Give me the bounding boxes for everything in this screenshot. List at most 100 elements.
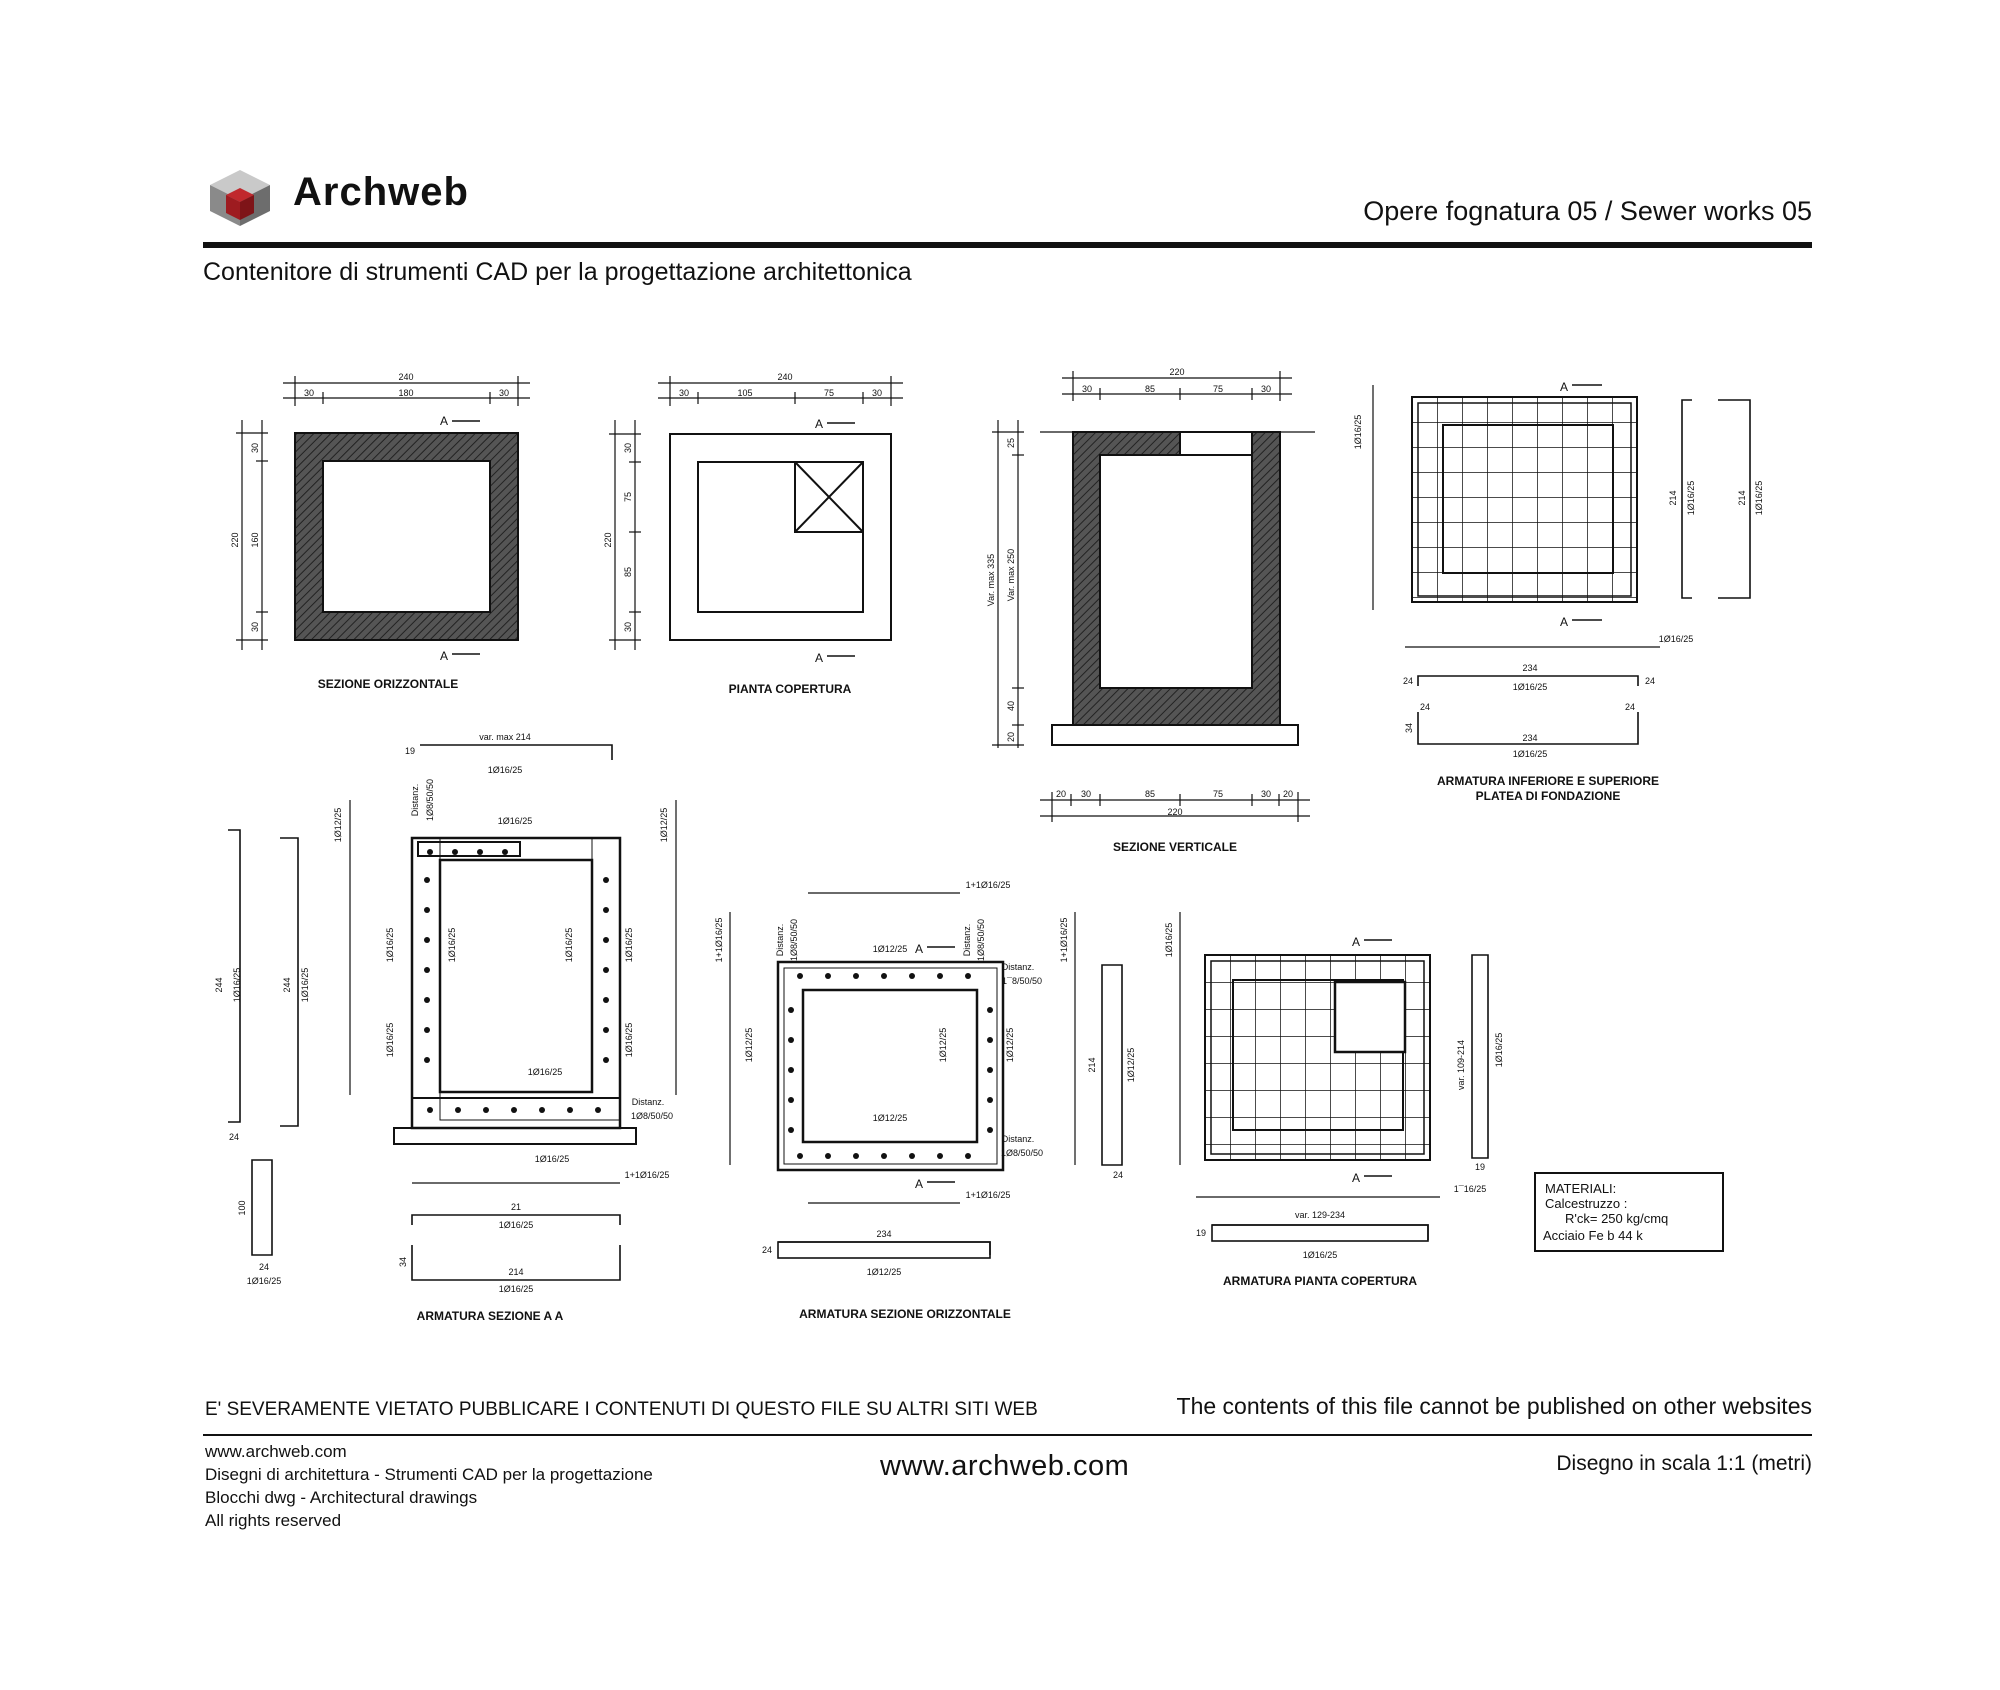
- rebar-label: 1+1Ø16/25: [1059, 918, 1069, 963]
- dim-text: 30: [1261, 789, 1271, 799]
- rebar-label: 1Ø16/25: [1754, 481, 1764, 516]
- dim-text: 30: [872, 388, 882, 398]
- rebar-label: 1Ø8/50/50: [425, 779, 435, 821]
- dim-text: 220: [603, 532, 613, 547]
- footer-url-link[interactable]: www.archweb.com: [880, 1450, 1130, 1482]
- cover-plan-drawing: 240 30 105 75 30 220 30 75 85 30 A A PIA…: [603, 372, 903, 696]
- warning-english: The contents of this file cannot be publ…: [1176, 1393, 1812, 1419]
- rebar-label: 214: [1087, 1057, 1097, 1072]
- materials-line: Calcestruzzo :: [1545, 1196, 1627, 1211]
- rebar-label: 214: [1737, 490, 1747, 505]
- rebar-label: 214: [1668, 490, 1678, 505]
- cover-plan-rebar-drawing: 1Ø16/25 A A 1¯16/25 var. 129-234 19 1Ø16…: [1164, 912, 1504, 1288]
- rebar-label: 1¯8/50/50: [1002, 976, 1042, 986]
- rebar-label: 19: [1196, 1228, 1206, 1238]
- rebar-label: 1Ø8/50/50: [1001, 1148, 1043, 1158]
- drawing-caption: SEZIONE VERTICALE: [1113, 840, 1237, 854]
- dim-text: 75: [824, 388, 834, 398]
- page-subtitle: Contenitore di strumenti CAD per la prog…: [203, 258, 912, 286]
- rebar-label: 234: [876, 1229, 891, 1239]
- dim-text: 220: [230, 532, 240, 547]
- dim-text: 30: [250, 443, 260, 453]
- header-rule: [203, 242, 1812, 248]
- rebar-label: 1Ø16/25: [564, 928, 574, 963]
- rebar-label: 1Ø16/25: [247, 1276, 282, 1286]
- dim-text: Var. max 335: [986, 554, 996, 606]
- footer-info-line: www.archweb.com: [205, 1442, 347, 1461]
- rebar-label: 1Ø16/25: [385, 928, 395, 963]
- dim-text: 30: [499, 388, 509, 398]
- section-marker: A: [1560, 615, 1568, 629]
- rebar-label: 1Ø12/25: [1126, 1048, 1136, 1083]
- rebar-label: 24: [259, 1262, 269, 1272]
- dim-text: 30: [623, 622, 633, 632]
- scale-note: Disegno in scala 1:1 (metri): [1556, 1452, 1812, 1475]
- footer-rule: [203, 1434, 1812, 1436]
- rebar-label: 1+1Ø16/25: [714, 918, 724, 963]
- drawing-caption: PIANTA COPERTURA: [729, 682, 852, 696]
- drawing-caption: ARMATURA SEZIONE ORIZZONTALE: [799, 1307, 1011, 1321]
- dim-text: 20: [1056, 789, 1066, 799]
- dim-text: 40: [1006, 701, 1016, 711]
- section-marker: A: [915, 1177, 923, 1191]
- rebar-label: 1Ø16/25: [1303, 1250, 1338, 1260]
- rebar-label: 1Ø12/25: [1005, 1028, 1015, 1063]
- footer-info-line: Blocchi dwg - Architectural drawings: [205, 1488, 478, 1507]
- rebar-label: Distanz.: [775, 924, 785, 957]
- rebar-label: 1Ø8/50/50: [789, 919, 799, 961]
- rebar-label: 1Ø12/25: [744, 1028, 754, 1063]
- rebar-label: 1Ø16/25: [1659, 634, 1694, 644]
- rebar-label: Distanz.: [1002, 962, 1035, 972]
- rebar-label: 1Ø16/25: [624, 1023, 634, 1058]
- rebar-label: Distanz.: [962, 924, 972, 957]
- dim-text: 30: [250, 622, 260, 632]
- rebar-label: 1Ø12/25: [873, 1113, 908, 1123]
- rebar-label: 24: [1403, 676, 1413, 686]
- dim-text: 25: [1006, 438, 1016, 448]
- rebar-label: 1Ø8/50/50: [976, 919, 986, 961]
- rebar-label: 1Ø16/25: [385, 1023, 395, 1058]
- dim-text: 30: [1261, 384, 1271, 394]
- rebar-label: 1Ø12/25: [333, 808, 343, 843]
- rebar-label: 1Ø16/25: [488, 765, 523, 775]
- rebar-label: 1Ø16/25: [624, 928, 634, 963]
- dim-text: 20: [1006, 732, 1016, 742]
- rebar-label: Distanz.: [632, 1097, 665, 1107]
- rebar-label: var. 129-234: [1295, 1210, 1345, 1220]
- rebar-label: Distanz.: [1002, 1134, 1035, 1144]
- rebar-label: 1Ø16/25: [499, 1284, 534, 1294]
- dim-text: 220: [1169, 367, 1184, 377]
- dim-text: 85: [1145, 789, 1155, 799]
- drawing-caption: ARMATURA INFERIORE E SUPERIORE: [1437, 774, 1659, 788]
- dim-text: 75: [1213, 384, 1223, 394]
- rebar-label: 1¯16/25: [1454, 1184, 1487, 1194]
- rebar-label: 24: [1645, 676, 1655, 686]
- rebar-label: 1Ø16/25: [1513, 682, 1548, 692]
- rebar-section-aa-drawing: var. max 214 1Ø16/25 19 244 1Ø16/25 244 …: [214, 732, 677, 1323]
- rebar-label: 234: [1522, 663, 1537, 673]
- section-marker: A: [1352, 935, 1360, 949]
- dim-text: 30: [623, 443, 633, 453]
- dim-text: 85: [623, 567, 633, 577]
- footer-info-line: All rights reserved: [205, 1511, 342, 1530]
- rebar-label: 1Ø12/25: [867, 1267, 902, 1277]
- rebar-label: 234: [1522, 733, 1537, 743]
- rebar-horizontal-section-drawing: 1+1Ø16/25 1+1Ø16/25 1+1Ø16/25 Distanz. 1…: [714, 880, 1136, 1321]
- materials-line: R'ck= 250 kg/cmq: [1565, 1211, 1668, 1226]
- dim-text: 85: [1145, 384, 1155, 394]
- dim-text: 105: [737, 388, 752, 398]
- rebar-label: 1Ø16/25: [498, 816, 533, 826]
- dim-text: 75: [623, 492, 633, 502]
- rebar-label: 24: [1420, 702, 1430, 712]
- rebar-label: 244: [282, 977, 292, 992]
- dim-text: Var. max 250: [1006, 549, 1016, 601]
- drawing-caption: ARMATURA SEZIONE A A: [417, 1309, 564, 1323]
- section-marker: A: [1560, 380, 1568, 394]
- rebar-label: var. max 214: [479, 732, 531, 742]
- rebar-label: 1Ø16/25: [499, 1220, 534, 1230]
- archweb-logo-icon: [210, 170, 270, 226]
- rebar-label: 34: [398, 1257, 408, 1267]
- dim-text: 160: [250, 532, 260, 547]
- page-title: Opere fognatura 05 / Sewer works 05: [1363, 196, 1812, 226]
- rebar-label: 24: [229, 1132, 239, 1142]
